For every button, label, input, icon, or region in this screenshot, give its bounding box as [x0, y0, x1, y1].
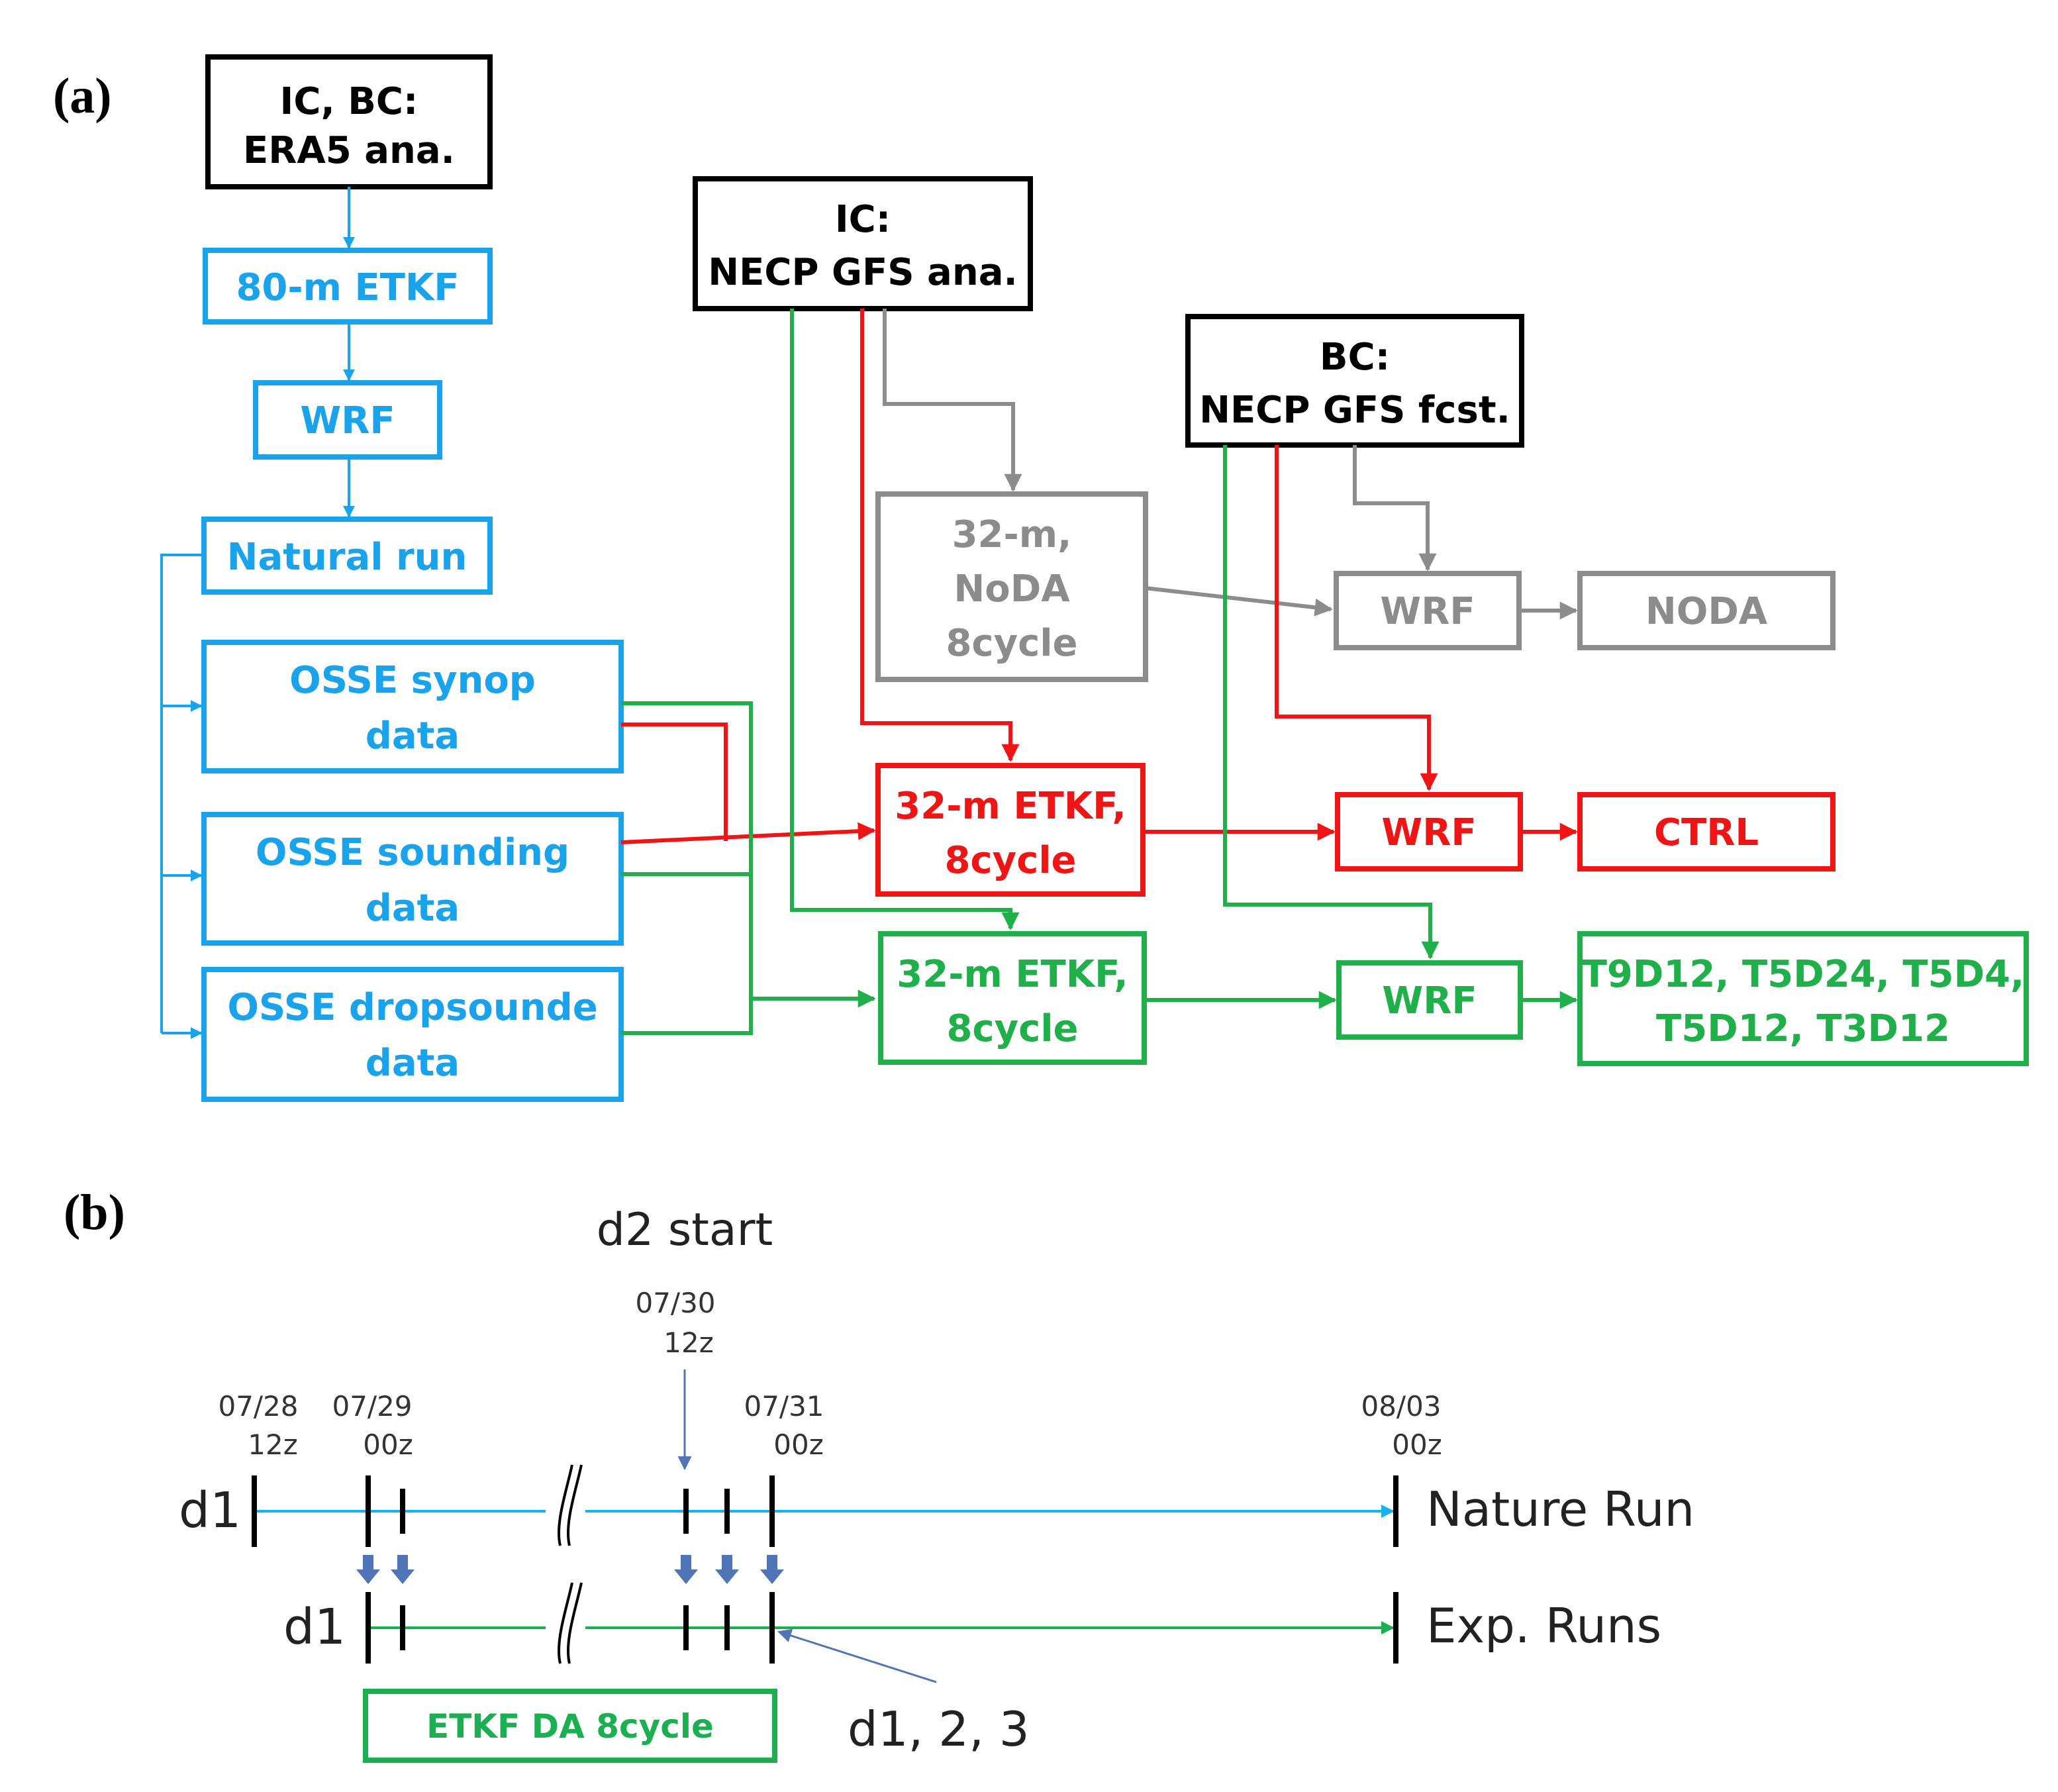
experiments-line2: T5D12, T3D12: [1656, 1007, 1950, 1050]
osse-sounding-line1: OSSE sounding: [256, 831, 569, 874]
noda32-box: 32-m, NoDA 8cycle: [875, 491, 1148, 682]
row2-label: Exp. Runs: [1426, 1598, 1661, 1654]
etkf-red-line2: 8cycle: [944, 839, 1076, 882]
arrow-ic-etkf-green: [790, 309, 1020, 930]
time-0803-date: 08/03: [1361, 1390, 1441, 1422]
wrf-blue-label: WRF: [300, 399, 395, 442]
time-0728-date: 07/28: [218, 1390, 298, 1422]
etkf80-box: 80-m ETKF: [203, 248, 493, 324]
da-down-arrows: [356, 1555, 784, 1584]
time-0731-date: 07/31: [744, 1390, 824, 1422]
noda32-line1: 32-m,: [952, 513, 1072, 556]
timeline-break-1: [546, 1464, 585, 1556]
etkf-green-line1: 32-m ETKF,: [897, 953, 1128, 996]
era5-box: IC, BC: ERA5 ana.: [205, 54, 493, 189]
arrow-bc-wrf-red: [1275, 445, 1438, 791]
noda-box: NODA: [1577, 571, 1836, 650]
d2-start-label: d2 start: [597, 1204, 773, 1256]
noda-label: NODA: [1645, 590, 1768, 633]
etkf-da-label: ETKF DA 8cycle: [426, 1707, 714, 1746]
arrow-data-etkf-green: [621, 989, 876, 1035]
line-synop-red: [621, 722, 728, 841]
wrf-green-label: WRF: [1382, 979, 1477, 1022]
etkf80-label: 80-m ETKF: [236, 266, 459, 309]
ic-gfs-line2: NECP GFS ana.: [708, 251, 1018, 294]
ctrl-box: CTRL: [1577, 792, 1836, 871]
osse-sounding-box: OSSE sounding data: [201, 812, 624, 946]
osse-synop-box: OSSE synop data: [201, 640, 624, 773]
etkf-green-box: 32-m ETKF, 8cycle: [878, 931, 1147, 1065]
era5-line2: ERA5 ana.: [243, 129, 455, 172]
time-0803-hour: 00z: [1392, 1428, 1442, 1461]
arrow-bc-wrf-gray: [1353, 445, 1437, 572]
wrf-blue-box: WRF: [253, 380, 442, 460]
time-0731-hour: 00z: [773, 1428, 824, 1461]
line-synop-green: [621, 701, 753, 1033]
arrow-noda32-wrf: [1145, 586, 1333, 617]
d2-start-date: 07/30: [635, 1287, 715, 1319]
panel-b-label: (b): [64, 1185, 125, 1240]
wrf-gray-box: WRF: [1334, 571, 1522, 650]
noda32-line2: NoDA: [954, 568, 1070, 611]
arrow-ic-etkf-red: [860, 309, 1020, 762]
osse-dropsonde-line2: data: [366, 1042, 460, 1085]
nature-run-ticks: [252, 1475, 1398, 1547]
bc-gfs-box: BC: NECP GFS fcst.: [1185, 314, 1524, 448]
wrf-green-box: WRF: [1336, 960, 1523, 1040]
etkf-red-box: 32-m ETKF, 8cycle: [875, 763, 1146, 897]
etkf-green-line2: 8cycle: [946, 1007, 1078, 1050]
experiments-box: T9D12, T5D24, T5D4, T5D12, T3D12: [1577, 931, 2029, 1066]
d2-start-hour: 12z: [663, 1326, 714, 1359]
bc-gfs-line2: NECP GFS fcst.: [1199, 389, 1510, 432]
time-0729-date: 07/29: [332, 1390, 412, 1422]
time-0729-hour: 00z: [363, 1428, 413, 1461]
osse-dropsonde-box: OSSE dropsounde data: [201, 967, 624, 1102]
ic-gfs-line1: IC:: [835, 198, 891, 241]
row1-domain: d1: [179, 1482, 241, 1539]
osse-synop-line1: OSSE synop: [289, 659, 536, 702]
era5-line1: IC, BC:: [280, 80, 418, 123]
osse-synop-line2: data: [366, 715, 460, 758]
wrf-red-label: WRF: [1381, 811, 1476, 854]
time-0728-hour: 12z: [248, 1428, 298, 1461]
etkf-red-line1: 32-m ETKF,: [895, 785, 1126, 828]
noda32-line3: 8cycle: [946, 622, 1077, 665]
natural-run-label: Natural run: [227, 536, 467, 579]
wrf-red-box: WRF: [1335, 792, 1523, 871]
natural-run-box: Natural run: [201, 517, 493, 595]
bc-gfs-line1: BC:: [1320, 336, 1390, 379]
ic-gfs-box: IC: NECP GFS ana.: [693, 176, 1033, 311]
arrow-ic-noda32: [883, 309, 1022, 492]
natural-run-bracket: [160, 554, 204, 1039]
osse-sounding-line2: data: [366, 887, 460, 930]
wrf-gray-label: WRF: [1380, 590, 1475, 633]
osse-dropsonde-line1: OSSE dropsounde: [227, 986, 597, 1029]
panel-a-label: (a): [53, 68, 112, 124]
domains-note: d1, 2, 3: [848, 1701, 1030, 1757]
row2-domain: d1: [283, 1599, 346, 1656]
exp-runs-ticks: [366, 1592, 1398, 1664]
arrow-bc-wrf-green: [1223, 445, 1440, 960]
ctrl-label: CTRL: [1654, 811, 1759, 854]
arrow-sounding-etkf-red: [620, 822, 876, 844]
row1-label: Nature Run: [1426, 1481, 1694, 1537]
timeline-break-2: [546, 1581, 585, 1674]
experiments-line1: T9D12, T5D24, T5D4,: [1582, 953, 2025, 996]
arrow-domains-note: [777, 1628, 937, 1683]
etkf-da-box: ETKF DA 8cycle: [363, 1689, 777, 1763]
